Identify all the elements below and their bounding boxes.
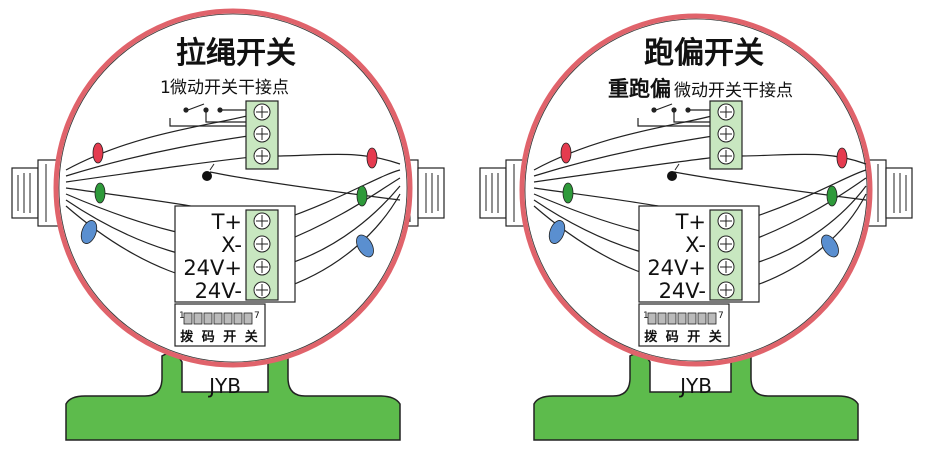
- wire-seal-markers: [548, 142, 848, 258]
- dip-start-label: 1: [179, 311, 185, 321]
- terminal-label: X-: [221, 233, 242, 257]
- dip-switch-label: 拨 码 开 关: [180, 329, 260, 345]
- terminal-label: 24V+: [183, 256, 242, 280]
- wire-seal-markers: [80, 142, 378, 258]
- terminal-label: X-: [685, 233, 706, 257]
- screw-terminal-icon: [717, 103, 735, 165]
- contact-terminal-block: [245, 100, 279, 170]
- contact-prefix: 重跑偏: [608, 77, 671, 101]
- model-label: JYB: [678, 374, 712, 398]
- power-signal-terminal-box: T+ X- 24V+ 24V-: [174, 205, 296, 303]
- terminal-label: 24V-: [659, 279, 706, 303]
- terminal-label: T+: [675, 210, 706, 234]
- contact-label: 微动开关干接点: [170, 78, 289, 98]
- contact-terminal-block: [709, 100, 743, 170]
- screw-terminal-icon: [253, 212, 271, 299]
- terminal-label: 24V+: [647, 256, 706, 280]
- indicator-bulb-icon: [667, 163, 680, 181]
- dip-switch-label: 拨 码 开 关: [644, 329, 724, 345]
- dip-switch: 1 7 拨 码 开 关: [174, 303, 266, 347]
- screw-terminal-icon: [253, 103, 271, 165]
- model-label: JYB: [207, 374, 241, 398]
- power-signal-terminal-box: T+ X- 24V+ 24V-: [638, 205, 760, 303]
- screw-terminal-icon: [717, 212, 735, 299]
- terminal-label: T+: [211, 210, 242, 234]
- housing-ring: [53, 8, 413, 368]
- contact-label: 微动开关干接点: [674, 81, 793, 101]
- housing-ring: [519, 13, 873, 367]
- contact-prefix: 1: [160, 78, 171, 98]
- dip-switch: 1 7 拨 码 开 关: [638, 303, 730, 347]
- dip-end-label: 7: [254, 311, 260, 321]
- device-title: 跑偏开关: [644, 36, 764, 71]
- dip-end-label: 7: [718, 311, 724, 321]
- dip-start-label: 1: [643, 311, 649, 321]
- device-left: T+ X- 24V+ 24V- 1 7 拨 码 开 关 拉绳开关 1 微动开关干…: [11, 8, 445, 441]
- indicator-bulb-icon: [202, 163, 215, 181]
- device-right: T+ X- 24V+ 24V- 1 7 拨 码 开 关 跑偏开关 重跑偏 微动开…: [479, 13, 913, 441]
- device-title: 拉绳开关: [176, 36, 296, 71]
- terminal-label: 24V-: [195, 279, 242, 303]
